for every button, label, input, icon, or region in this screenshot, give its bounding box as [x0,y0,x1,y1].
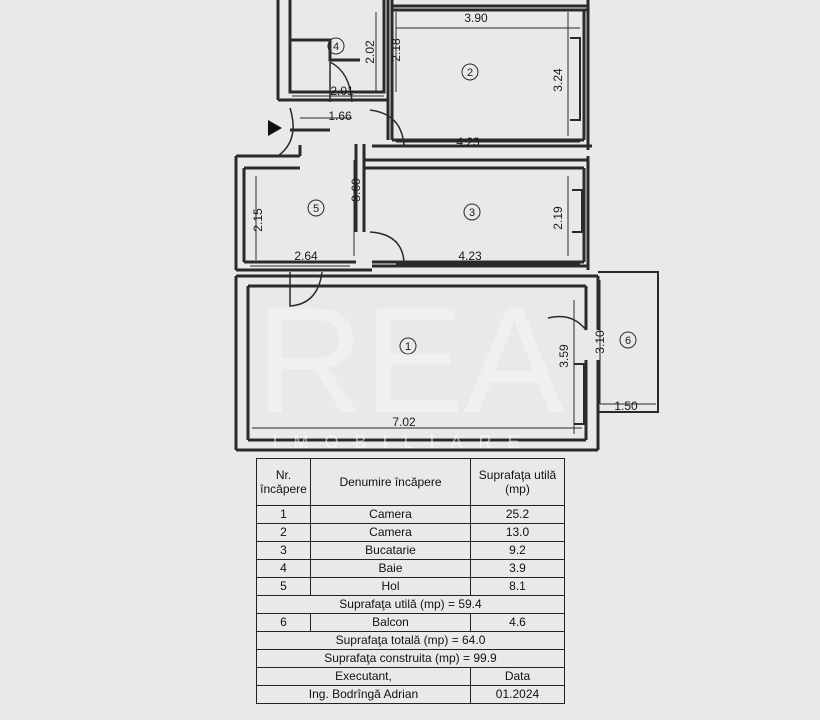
dim-215: 2.15 [251,208,265,232]
table-row: 1 Camera 25.2 [256,505,565,524]
dim-201: 2.01 [330,84,354,98]
row-area: 13.0 [470,523,565,542]
row-area: 8.1 [470,577,565,596]
header-area: Suprafaţa utilă (mp) [470,458,565,506]
row-nr: 4 [256,559,311,578]
door-room-1 [289,271,323,307]
dim-359: 3.59 [557,344,571,368]
window-room-3 [572,189,583,233]
date-label: Data [470,667,565,686]
date-value: 01.2024 [470,685,565,704]
area-table: Nr. încăpere Denumire încăpere Suprafaţa… [256,458,565,704]
row-name: Baie [310,559,471,578]
row-nr: 5 [256,577,311,596]
dim-202: 2.02 [363,40,377,64]
dim-166: 1.66 [328,109,352,123]
room-6-number: 6 [625,335,631,347]
room-4-walls [276,0,388,102]
row-name: Hol [310,577,471,596]
table-header-row: Nr. încăpere Denumire încăpere Suprafaţa… [256,458,565,506]
watermark-subtitle: IMOBILIARE [272,432,535,452]
balcony-nr: 6 [256,613,311,632]
row-area: 3.9 [470,559,565,578]
window-room-1 [574,363,585,425]
door-room-2 [369,109,405,147]
room-3-circle [463,203,481,221]
room-2-circle [461,63,479,81]
watermark-logo: REA [256,276,564,444]
useful-total-row: Suprafaţa utilă (mp) = 59.4 [256,595,565,614]
room-4-circle [327,37,345,55]
room-1-circle [399,337,417,355]
dim-360: 3.60 [349,178,363,202]
door-balcony [547,315,587,331]
room-3-walls [354,144,590,270]
floor-plan-drawing: 3.90 2.02 2.18 3.24 2.01 1.66 4.23 3.60 … [234,0,659,452]
table-row: 5 Hol 8.1 [256,577,565,596]
dim-264: 2.64 [294,249,318,263]
room-6-circle [619,331,637,349]
header-name: Denumire încăpere [310,458,471,506]
table-row: 2 Camera 13.0 [256,523,565,542]
row-name: Bucatarie [310,541,471,560]
door-entry [277,107,294,157]
row-area: 9.2 [470,541,565,560]
door-bathroom [329,61,353,103]
table-row: 3 Bucatarie 9.2 [256,541,565,560]
room-5-number: 5 [313,203,319,215]
table-row: 4 Baie 3.9 [256,559,565,578]
row-nr: 2 [256,523,311,542]
total-area: Suprafaţa totală (mp) = 64.0 [256,631,565,650]
dim-150: 1.50 [614,399,638,413]
row-nr: 1 [256,505,311,524]
useful-total: Suprafaţa utilă (mp) = 59.4 [256,595,565,614]
dim-423b: 4.23 [458,249,482,263]
row-name: Camera [310,505,471,524]
header-nr: Nr. încăpere [256,458,311,506]
window-room-2 [570,37,581,121]
dim-390: 3.90 [464,11,488,25]
dim-310: 3.10 [593,330,607,354]
hall-bottom-wall [236,260,588,272]
built-row: Suprafaţa construita (mp) = 99.9 [256,649,565,668]
room-2-number: 2 [467,67,473,79]
row-area: 25.2 [470,505,565,524]
hall-walls [234,128,330,270]
balcony-name: Balcon [310,613,471,632]
executant-label: Executant, [256,667,471,686]
dim-702: 7.02 [392,415,416,429]
room-2-walls [372,0,592,150]
room-5-circle [307,199,325,217]
row-nr: 3 [256,541,311,560]
room-1-number: 1 [405,341,411,353]
dim-324: 3.24 [551,68,565,92]
balcony-outline [598,271,659,413]
door-room-3 [369,231,405,263]
row-name: Camera [310,523,471,542]
room-4-number: 4 [333,41,339,53]
balcony-row: 6 Balcon 4.6 [256,613,565,632]
entry-arrow-icon [268,120,282,136]
executant-label-row: Executant, Data [256,667,565,686]
balcony-area: 4.6 [470,613,565,632]
total-row: Suprafaţa totală (mp) = 64.0 [256,631,565,650]
room-1-walls [234,274,600,452]
dim-218: 2.18 [389,38,403,62]
dim-423a: 4.23 [456,135,480,149]
room-3-number: 3 [469,207,475,219]
executant-row: Ing. Bodrîngă Adrian 01.2024 [256,685,565,704]
dim-219: 2.19 [551,206,565,230]
built-area: Suprafaţa construita (mp) = 99.9 [256,649,565,668]
engineer-name: Ing. Bodrîngă Adrian [256,685,471,704]
